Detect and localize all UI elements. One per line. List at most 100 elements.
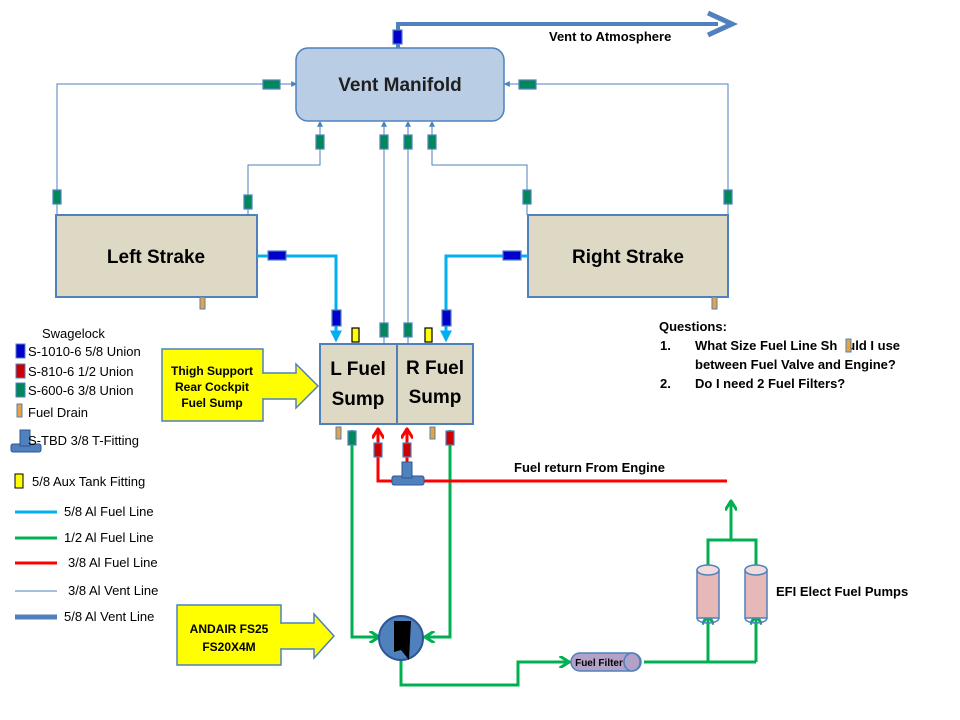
legend-item-label: S-600-6 3/8 Union bbox=[28, 383, 134, 398]
aux-fitting-icon bbox=[424, 327, 433, 343]
andair-callout: ANDAIR FS25 FS20X4M bbox=[176, 604, 336, 666]
red-union-icon bbox=[445, 430, 455, 446]
legend-title: Swagelock bbox=[42, 326, 105, 341]
l-sump-line2: Sump bbox=[332, 389, 385, 410]
vent-manifold-box bbox=[295, 47, 505, 122]
andair-callout-line1: ANDAIR FS25 bbox=[190, 622, 269, 636]
question-2-num: 2. bbox=[660, 376, 671, 391]
right-strake-box bbox=[527, 214, 729, 298]
green-union-icon bbox=[723, 189, 733, 205]
efi-pump-right bbox=[744, 564, 768, 624]
legend-item-label: 5/8 Aux Tank Fitting bbox=[32, 474, 145, 489]
green-union-icon bbox=[379, 134, 389, 150]
blue-union-icon bbox=[331, 309, 342, 327]
legend-item-label: 3/8 Al Vent Line bbox=[68, 583, 158, 598]
t-fitting-icon bbox=[10, 429, 42, 453]
thigh-callout-line1: Thigh Support bbox=[171, 364, 253, 378]
green-union-icon bbox=[522, 189, 532, 205]
green-union-icon bbox=[427, 134, 437, 150]
legend-item-label: 3/8 Al Fuel Line bbox=[68, 555, 158, 570]
legend-item-label: 1/2 Al Fuel Line bbox=[64, 530, 154, 545]
green-line-l-sump-to-valve bbox=[350, 430, 378, 637]
red-unions bbox=[373, 430, 455, 458]
green-union-icon bbox=[52, 189, 62, 205]
efi-pump-left bbox=[696, 564, 720, 624]
vent-line-left-outer bbox=[56, 81, 298, 215]
red-union-icon bbox=[15, 363, 26, 379]
fuel-return-label: Fuel return From Engine bbox=[514, 460, 665, 475]
thigh-support-callout: Thigh Support Rear Cockpit Fuel Sump bbox=[161, 348, 320, 422]
fuel-drain-icon bbox=[845, 338, 852, 353]
left-strake-label: Left Strake bbox=[107, 247, 205, 268]
fuel-lines-58 bbox=[257, 254, 528, 343]
legend-item-label: S-810-6 1/2 Union bbox=[28, 364, 134, 379]
legend-item-label: S-1010-6 5/8 Union bbox=[28, 344, 141, 359]
green-union-icon bbox=[403, 134, 413, 150]
green-union-icon bbox=[262, 79, 281, 90]
green-union-icon bbox=[315, 134, 325, 150]
blue-union-icon bbox=[392, 29, 403, 45]
fuel-valve bbox=[378, 615, 424, 661]
vent-to-atmosphere-label: Vent to Atmosphere bbox=[549, 29, 671, 44]
aux-fitting-icon bbox=[14, 473, 24, 489]
green-union-icon bbox=[379, 322, 389, 338]
r-fuel-sump-box bbox=[396, 343, 474, 425]
green-union-icon bbox=[518, 79, 537, 90]
thigh-callout-line2: Rear Cockpit bbox=[175, 380, 249, 394]
fuel-filter: Fuel Filter bbox=[570, 652, 642, 672]
blue-union-icon bbox=[502, 250, 522, 261]
r-sump-line2: Sump bbox=[409, 387, 462, 408]
fuel-drain-icon bbox=[429, 426, 436, 440]
efi-pumps-label: EFI Elect Fuel Pumps bbox=[776, 584, 908, 599]
question-1-num: 1. bbox=[660, 338, 671, 353]
vent-lines bbox=[56, 81, 729, 343]
question-2-line1: Do I need 2 Fuel Filters? bbox=[695, 376, 845, 391]
question-1-line2: between Fuel Valve and Engine? bbox=[695, 357, 896, 372]
cyan-line-right bbox=[440, 254, 528, 343]
questions-title: Questions: bbox=[659, 319, 727, 334]
fuel-drains bbox=[199, 296, 718, 440]
fuel-drain-icon bbox=[199, 296, 206, 310]
legend-item-label: 5/8 Al Vent Line bbox=[64, 609, 154, 624]
r-sump-line1: R Fuel bbox=[406, 358, 464, 379]
blue-unions bbox=[267, 29, 522, 327]
red-union-icon bbox=[402, 442, 412, 458]
left-strake-box bbox=[55, 214, 258, 298]
blue-union-icon bbox=[15, 343, 26, 359]
fuel-drain-icon bbox=[711, 296, 718, 310]
l-sump-line1: L Fuel bbox=[330, 359, 386, 380]
andair-callout-line2: FS20X4M bbox=[202, 640, 255, 654]
legend-item-label: 5/8 Al Fuel Line bbox=[64, 504, 154, 519]
blue-union-icon bbox=[267, 250, 287, 261]
vent-line-right-inner bbox=[429, 120, 528, 215]
vent-manifold-label: Vent Manifold bbox=[338, 75, 462, 96]
green-line-pump-left-out bbox=[706, 538, 758, 567]
vent-arrowhead bbox=[706, 10, 739, 38]
green-line-valve-to-filter bbox=[399, 660, 568, 687]
aux-fittings bbox=[351, 327, 433, 343]
red-union-icon bbox=[373, 442, 383, 458]
fuel-filter-label: Fuel Filter bbox=[575, 658, 623, 669]
right-strake-label: Right Strake bbox=[572, 247, 684, 268]
green-union-icon bbox=[347, 430, 357, 446]
legend-item-label: Fuel Drain bbox=[28, 405, 88, 420]
t-fitting-icon bbox=[391, 461, 425, 486]
green-unions bbox=[52, 79, 733, 446]
l-fuel-sump-box bbox=[319, 343, 399, 425]
cyan-line-left bbox=[257, 254, 342, 343]
green-line-r-sump-to-valve bbox=[426, 430, 452, 637]
green-union-icon bbox=[243, 194, 253, 210]
fuel-valve-handle-icon bbox=[394, 621, 411, 660]
vent-line-left-inner bbox=[247, 120, 323, 215]
green-union-icon bbox=[15, 382, 26, 398]
fuel-drain-icon bbox=[335, 426, 342, 440]
blue-union-icon bbox=[441, 309, 452, 327]
thigh-callout-line3: Fuel Sump bbox=[181, 396, 242, 410]
green-union-icon bbox=[403, 322, 413, 338]
fuel-drain-icon bbox=[16, 403, 23, 418]
vent-line-right-outer bbox=[503, 81, 729, 215]
legend: Swagelock S-1010-6 5/8 Union S-810-6 1/2… bbox=[10, 326, 158, 624]
